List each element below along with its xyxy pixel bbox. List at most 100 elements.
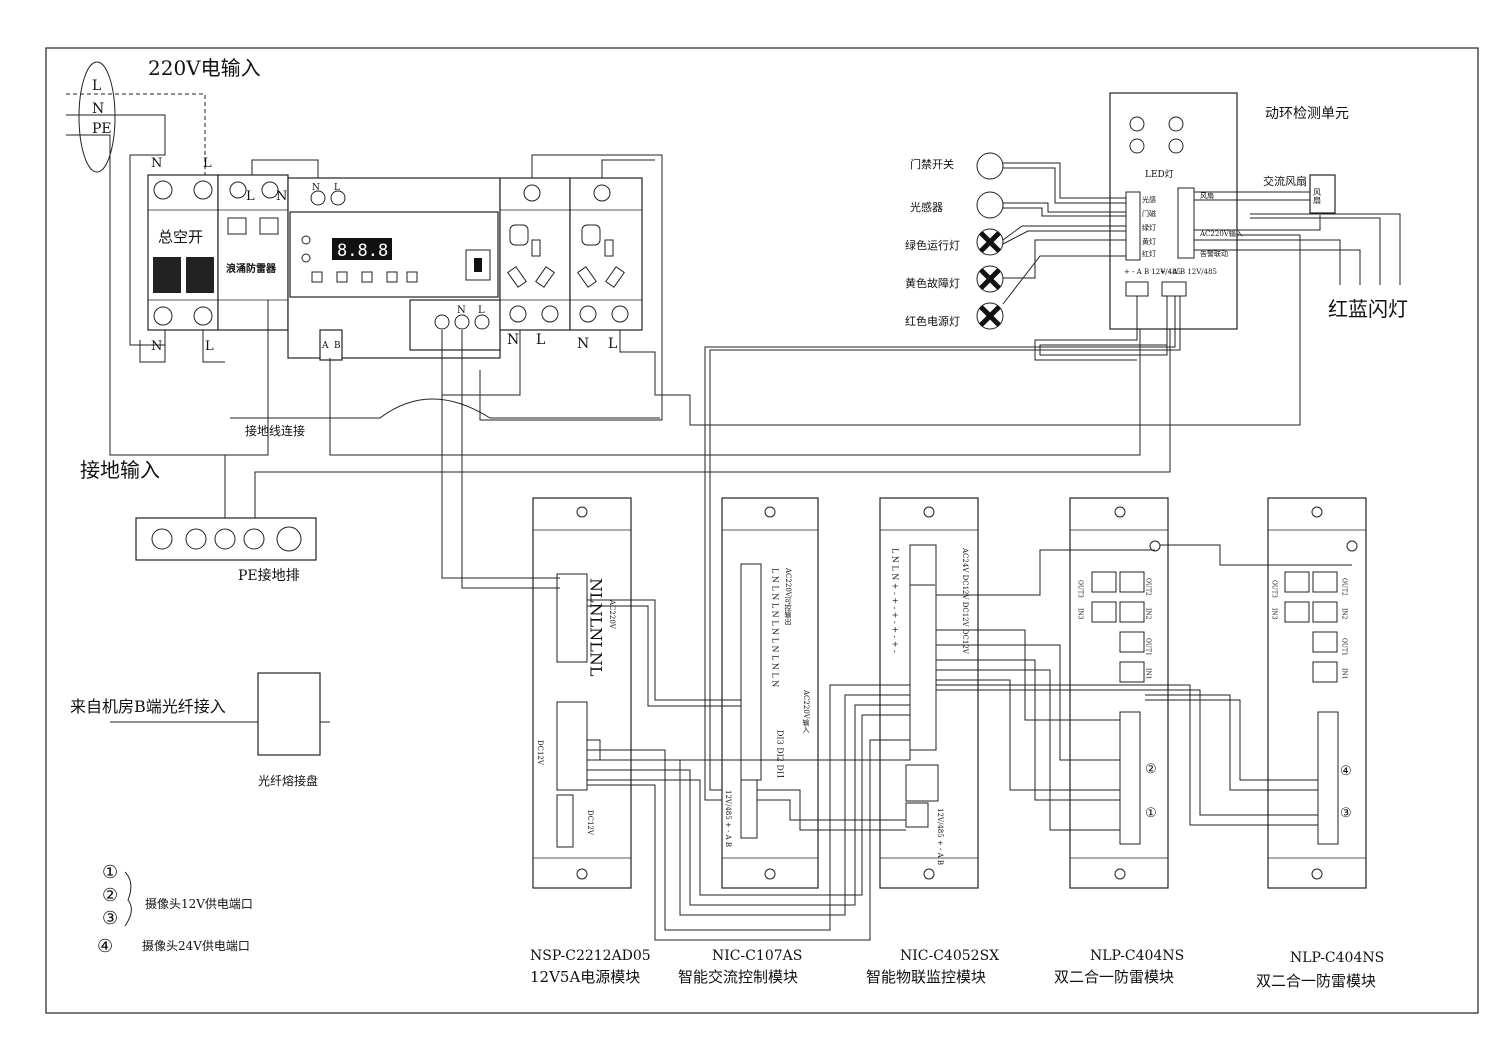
device-yellow-lamp: 黄色故障灯 bbox=[905, 276, 960, 290]
nsp-jack: DC12V bbox=[586, 810, 594, 836]
nlp1-port-out2: OUT2 bbox=[1145, 578, 1152, 596]
spd-label: 浪涌防雷器 bbox=[226, 262, 277, 275]
nlp2-port-in2: IN2 bbox=[1341, 608, 1348, 620]
legend-mark-3: ③ bbox=[102, 908, 118, 929]
surge-protector: 浪涌防雷器 L N bbox=[217, 174, 289, 331]
nlp2-model: NLP-C404NS bbox=[1290, 950, 1384, 966]
device-door-switch: 门禁开关 bbox=[910, 157, 954, 171]
nlp2-desc: 双二合一防雷模块 bbox=[1256, 972, 1376, 990]
line-label-pe: PE bbox=[92, 121, 112, 137]
nsp-model: NSP-C2212AD05 bbox=[530, 948, 651, 964]
nlp2-mark-3: ③ bbox=[1340, 806, 1352, 821]
nic4052-desc: 智能物联监控模块 bbox=[866, 968, 986, 986]
red-lamp-icon bbox=[976, 302, 1004, 330]
main-breaker-label: 总空开 bbox=[158, 228, 203, 246]
socket2-term-n: N bbox=[577, 336, 589, 352]
module-nic-c107as bbox=[721, 497, 819, 889]
ctrl-out-l: L bbox=[478, 305, 485, 316]
nsp-top-side: AC220V bbox=[608, 599, 616, 630]
nic4052-model: NIC-C4052SX bbox=[900, 948, 999, 964]
input-cable-ellipse bbox=[78, 61, 116, 173]
nic107-side-a: L N L N L N L N L N L N L N bbox=[771, 568, 780, 687]
nlp1-port-out1: OUT1 bbox=[1145, 638, 1152, 656]
nlp2-port-out2: OUT2 bbox=[1341, 578, 1348, 596]
ground-connect-label: 接地线连接 bbox=[245, 423, 305, 438]
env-detect-unit bbox=[1109, 92, 1238, 330]
nic107-port: 12V/485 + - A B bbox=[724, 790, 732, 847]
legend: ① ② ③ 摄像头12V供电端口 ④ 摄像头24V供电端口 bbox=[97, 862, 253, 957]
fan-box bbox=[1309, 174, 1336, 214]
nic4052-side-b: AC24V DC12V DC12V DC12V bbox=[961, 547, 969, 655]
nic107-side-d: DI3 DI2 DI1 bbox=[776, 730, 785, 779]
env-term-red: 红灯 bbox=[1142, 249, 1156, 258]
socket1-term-l: L bbox=[536, 332, 545, 348]
ctrl-out-n: N bbox=[457, 305, 466, 316]
socket1-term-n: N bbox=[507, 332, 519, 348]
nsp-desc: 12V5A电源模块 bbox=[530, 968, 640, 986]
module-nic-c4052sx bbox=[879, 497, 979, 889]
ctrl-term-n: N bbox=[312, 183, 320, 193]
nlp1-extra-out3: OUT3 bbox=[1077, 580, 1084, 598]
spd-term-l: L bbox=[246, 189, 255, 204]
device-green-lamp: 绿色运行灯 bbox=[905, 238, 960, 252]
light-sensor-icon bbox=[976, 191, 1004, 219]
device-red-lamp: 红色电源灯 bbox=[905, 314, 960, 328]
legend-mark-2: ② bbox=[102, 885, 118, 906]
nlp1-extra-in3: IN3 bbox=[1077, 608, 1084, 620]
nlp1-mark-2: ② bbox=[1145, 762, 1157, 777]
spd-term-n: N bbox=[276, 189, 287, 204]
nic107-desc: 智能交流控制模块 bbox=[678, 968, 798, 986]
door-switch-icon bbox=[976, 152, 1004, 180]
device-light-sensor: 光感器 bbox=[910, 200, 943, 214]
flash-light-label: 红蓝闪灯 bbox=[1328, 297, 1408, 321]
green-lamp-icon bbox=[976, 228, 1004, 256]
nlp2-extra-out3: OUT3 bbox=[1271, 580, 1278, 598]
main-breaker: 总空开 bbox=[147, 174, 219, 331]
ctrl-ab-b: B bbox=[334, 341, 341, 351]
fan-label: 交流风扇 bbox=[1263, 174, 1307, 188]
env-port2-label: + - A B 12V/485 bbox=[1160, 268, 1217, 276]
env-term-light: 光感 bbox=[1142, 195, 1156, 204]
nlp1-mark-1: ① bbox=[1145, 806, 1157, 821]
nlp2-port-out1: OUT1 bbox=[1341, 638, 1348, 656]
legend-24v-text: 摄像头24V供电端口 bbox=[142, 938, 250, 953]
nic4052-side-a: L N L N + - + - + - + - + - bbox=[891, 548, 900, 653]
nlp1-model: NLP-C404NS bbox=[1090, 948, 1184, 964]
pe-bar-label: PE接地排 bbox=[238, 567, 300, 584]
nlp1-port-in1: IN1 bbox=[1145, 668, 1152, 679]
module-nsp bbox=[532, 497, 632, 889]
line-label-l: L bbox=[92, 78, 101, 94]
breaker-term-l-top: L bbox=[203, 156, 212, 171]
legend-12v-text: 摄像头12V供电端口 bbox=[145, 896, 253, 911]
fiber-tray-label: 光纤熔接盘 bbox=[258, 773, 318, 788]
power-controller: N L 8.8.8.8 A B N L bbox=[287, 177, 501, 361]
ctrl-display-value: 8.8.8.8 bbox=[337, 241, 409, 261]
env-term-door: 门磁 bbox=[1142, 209, 1156, 218]
module-nlp-2 bbox=[1267, 497, 1367, 889]
nlp2-mark-4: ④ bbox=[1340, 764, 1352, 779]
legend-mark-4: ④ bbox=[97, 936, 113, 957]
fan-box-text: 风扇 bbox=[1313, 188, 1322, 205]
breaker-term-l-bottom: L bbox=[205, 339, 214, 354]
nic107-model: NIC-C107AS bbox=[712, 948, 802, 964]
nlp2-extra-in3: IN3 bbox=[1271, 608, 1278, 620]
module-nlp-1 bbox=[1069, 497, 1169, 889]
nsp-bottom-side: DC12V bbox=[536, 740, 544, 766]
pe-ground-bar bbox=[135, 517, 317, 561]
env-term-yellow: 黄灯 bbox=[1142, 237, 1156, 246]
env-term-green: 绿灯 bbox=[1142, 223, 1156, 232]
socket2-term-l: L bbox=[608, 336, 617, 352]
nlp2-port-in1: IN1 bbox=[1341, 668, 1348, 679]
nlp1-desc: 双二合一防雷模块 bbox=[1054, 968, 1174, 986]
env-led-label: LED灯 bbox=[1145, 169, 1174, 180]
yellow-lamp-icon bbox=[976, 265, 1004, 293]
legend-mark-1: ① bbox=[102, 862, 118, 883]
nlp1-port-in2: IN2 bbox=[1145, 608, 1152, 620]
socket-2 bbox=[569, 177, 643, 331]
ground-input-title: 接地输入 bbox=[80, 458, 160, 482]
nic4052-port: 12V/485 + - A B bbox=[936, 808, 944, 865]
breaker-term-n-top: N bbox=[151, 156, 162, 171]
fiber-label: 来自机房B端光纤接入 bbox=[70, 697, 226, 716]
nsp-top-text: NLNLNLNL bbox=[587, 578, 606, 677]
